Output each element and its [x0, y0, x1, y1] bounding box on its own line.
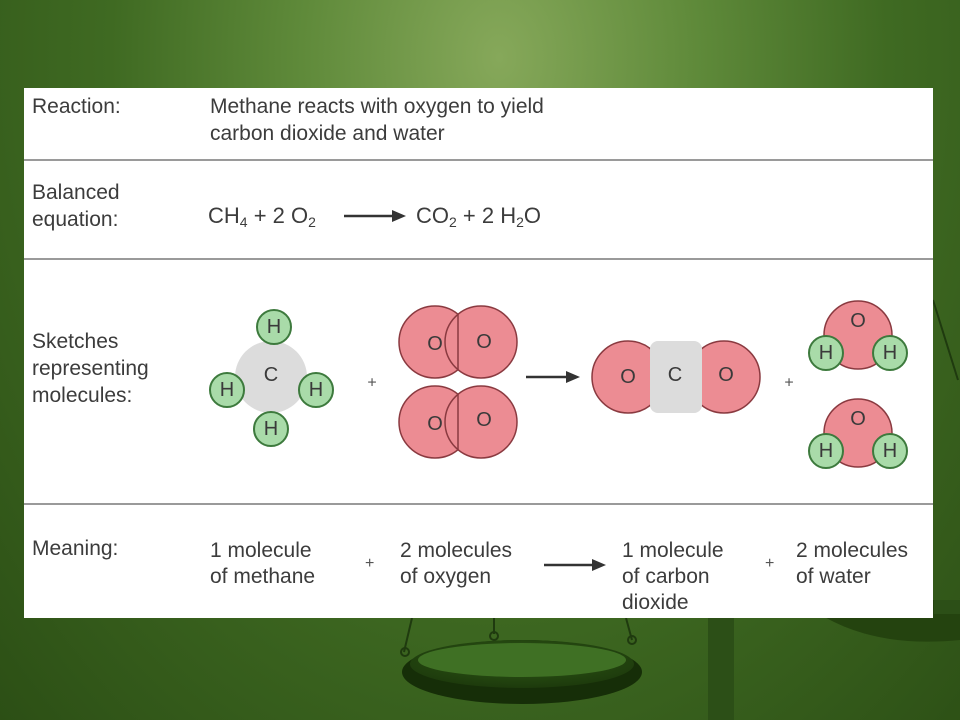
atom-symbol: H — [819, 342, 833, 364]
hydrogen-atom — [872, 335, 908, 371]
meaning-oxygen-line2: of oxygen — [400, 565, 492, 588]
carbon-dioxide-molecule: O C O — [591, 340, 761, 414]
equation-label-line2: equation: — [32, 208, 119, 231]
atom-symbol: H — [264, 418, 278, 440]
meaning-water-line1: 2 molecules — [796, 539, 909, 562]
hydrogen-atom — [256, 309, 292, 345]
atom-symbol: O — [620, 366, 636, 388]
plus-sign: + — [784, 375, 793, 392]
atom-symbol: H — [220, 379, 234, 401]
atom-symbol: O — [850, 408, 866, 430]
hydrogen-atom — [253, 411, 289, 447]
equation-label-line1: Balanced — [32, 181, 120, 204]
atom-symbol: H — [309, 379, 323, 401]
molecule-sketches: C H H H H O O O O + + — [209, 300, 908, 469]
atom-symbol: O — [427, 333, 443, 355]
atom-symbol: H — [883, 440, 897, 462]
meaning-methane-line1: 1 molecule — [210, 539, 312, 562]
carbon-atom — [235, 341, 307, 413]
hydrogen-atom — [808, 335, 844, 371]
reaction-text-line1: Methane reacts with oxygen to yield — [210, 95, 544, 118]
sketches-label-line1: Sketches — [32, 330, 119, 353]
row-divider — [24, 159, 933, 161]
meaning-co2-line3: dioxide — [622, 591, 689, 614]
water-molecule: O H H — [808, 300, 908, 371]
atom-symbol: H — [267, 316, 281, 338]
reaction-text-line2: carbon dioxide and water — [210, 122, 445, 145]
atom-symbol: O — [476, 409, 492, 431]
meaning-co2-line1: 1 molecule — [622, 539, 724, 562]
methane-molecule: C H H H H — [209, 309, 334, 447]
meaning-oxygen-line1: 2 molecules — [400, 539, 513, 562]
oxygen-molecule: O O — [398, 305, 518, 379]
oxygen-atom — [444, 385, 518, 459]
hydrogen-atom — [209, 372, 245, 408]
reaction-table: Reaction: Methane reacts with oxygen to … — [24, 88, 933, 618]
meaning-methane-line2: of methane — [210, 565, 316, 588]
oxygen-molecule: O O — [398, 385, 518, 459]
sketches-label-line3: molecules: — [32, 384, 133, 407]
atom-symbol: H — [883, 342, 897, 364]
meaning-co2-line2: of carbon — [622, 565, 710, 588]
atom-symbol: O — [718, 364, 734, 386]
meaning-label: Meaning: — [32, 537, 119, 560]
meaning-arrow-icon — [544, 559, 606, 571]
reaction-label: Reaction: — [32, 95, 121, 118]
hydrogen-atom — [298, 372, 334, 408]
sketches-label-line2: representing — [32, 357, 149, 380]
atom-symbol: O — [476, 331, 492, 353]
hydrogen-atom — [872, 433, 908, 469]
hydrogen-atom — [808, 433, 844, 469]
atom-symbol: O — [850, 310, 866, 332]
plus-sign: + — [365, 555, 375, 572]
plus-sign: + — [765, 555, 775, 572]
atom-symbol: C — [668, 364, 682, 386]
equation-arrow-icon — [344, 210, 406, 222]
atom-symbol: O — [427, 413, 443, 435]
reaction-arrow-icon — [526, 371, 580, 383]
equation-products: CO2 + 2 H2O — [416, 203, 542, 230]
row-divider — [24, 503, 933, 505]
carbon-atom — [650, 341, 702, 413]
atom-symbol: C — [264, 364, 278, 386]
water-molecule: O H H — [808, 398, 908, 469]
plus-sign: + — [367, 375, 376, 392]
row-divider — [24, 258, 933, 260]
oxygen-atom — [444, 305, 518, 379]
meaning-water-line2: of water — [796, 565, 871, 588]
equation-reactants: CH4 + 2 O2 — [208, 203, 316, 230]
atom-symbol: H — [819, 440, 833, 462]
